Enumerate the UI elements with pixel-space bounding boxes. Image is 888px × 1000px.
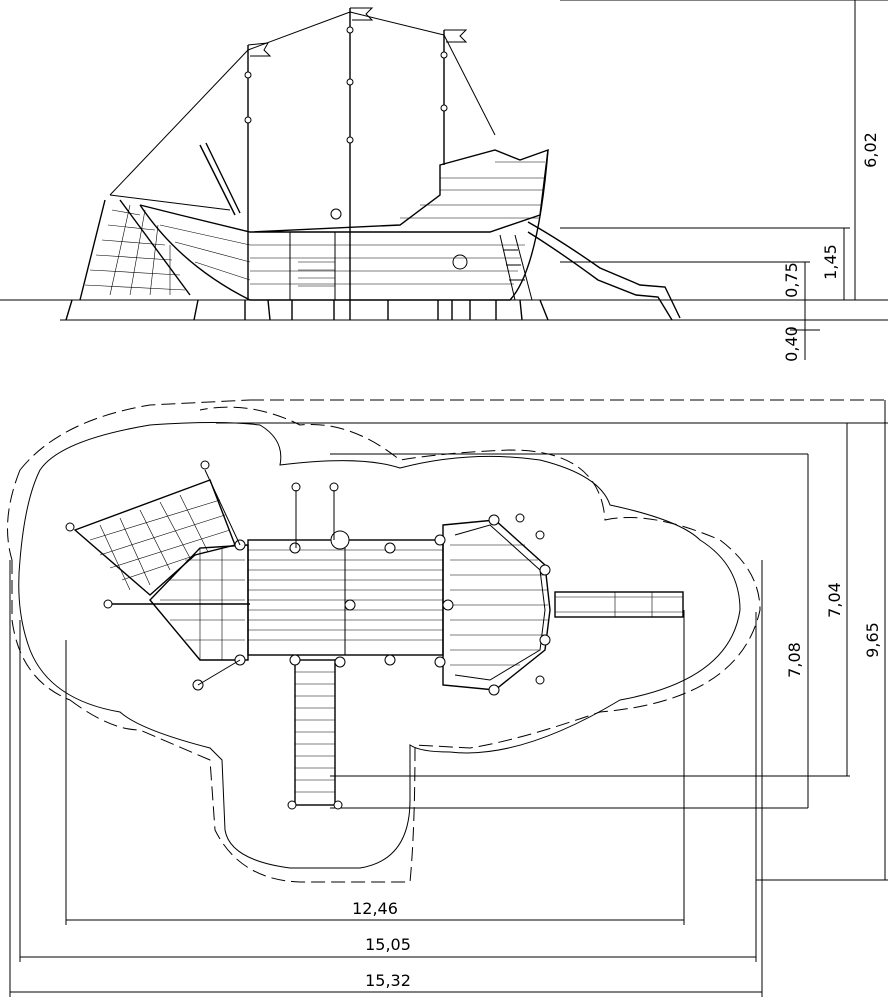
dim-height-total: 6,02 xyxy=(861,132,880,168)
bow-supports xyxy=(197,469,335,686)
plan-view: 7,04 7,08 9,65 12,46 15,05 15,32 xyxy=(7,399,888,997)
bowsprit xyxy=(199,144,236,216)
rigging xyxy=(109,11,496,211)
dim-width-inner: 7,04 xyxy=(825,582,844,618)
stern-castle xyxy=(442,519,551,691)
climbing-net xyxy=(84,204,186,296)
safety-zone-inner xyxy=(18,422,741,869)
hull-outline xyxy=(139,149,549,301)
porthole xyxy=(452,254,468,270)
side-dimension-lines xyxy=(560,0,888,360)
dim-deck-low: 0,75 xyxy=(782,262,801,298)
ladder-rungs xyxy=(295,671,335,793)
dim-length-total: 15,32 xyxy=(365,971,411,990)
dim-foundation: 0,40 xyxy=(782,326,801,362)
plan-posts xyxy=(65,460,551,810)
flag-aft xyxy=(444,29,468,43)
opening-planks xyxy=(298,261,335,287)
bow-ladder xyxy=(499,234,533,301)
net-plan xyxy=(89,494,231,591)
deck-opening xyxy=(289,231,336,301)
dim-length-structure: 12,46 xyxy=(352,899,398,918)
flag-fore xyxy=(247,42,272,57)
dim-width-total: 9,65 xyxy=(863,622,882,658)
plan-dimension-lines xyxy=(9,400,888,997)
net-frame xyxy=(79,199,191,301)
dim-deck-high: 1,45 xyxy=(821,244,840,280)
hull-planks xyxy=(159,161,545,285)
ground-posts xyxy=(65,299,549,321)
safety-zone-outer xyxy=(7,399,888,883)
stern-planks xyxy=(450,544,548,666)
net-plan-frame xyxy=(73,479,236,596)
side-elevation: 6,02 1,45 0,75 0,40 xyxy=(0,0,888,362)
ladder-plan xyxy=(294,659,336,806)
dim-length-inner: 15,05 xyxy=(365,935,411,954)
slide xyxy=(527,221,681,319)
bow-section xyxy=(149,544,249,661)
dim-width-structure: 7,08 xyxy=(785,642,804,678)
mast-knobs xyxy=(244,26,448,144)
hull-upper xyxy=(139,148,549,233)
bow-frame xyxy=(160,548,245,660)
flag-main xyxy=(350,7,374,21)
slide-plan xyxy=(554,591,684,618)
steering-wheel xyxy=(330,208,342,220)
